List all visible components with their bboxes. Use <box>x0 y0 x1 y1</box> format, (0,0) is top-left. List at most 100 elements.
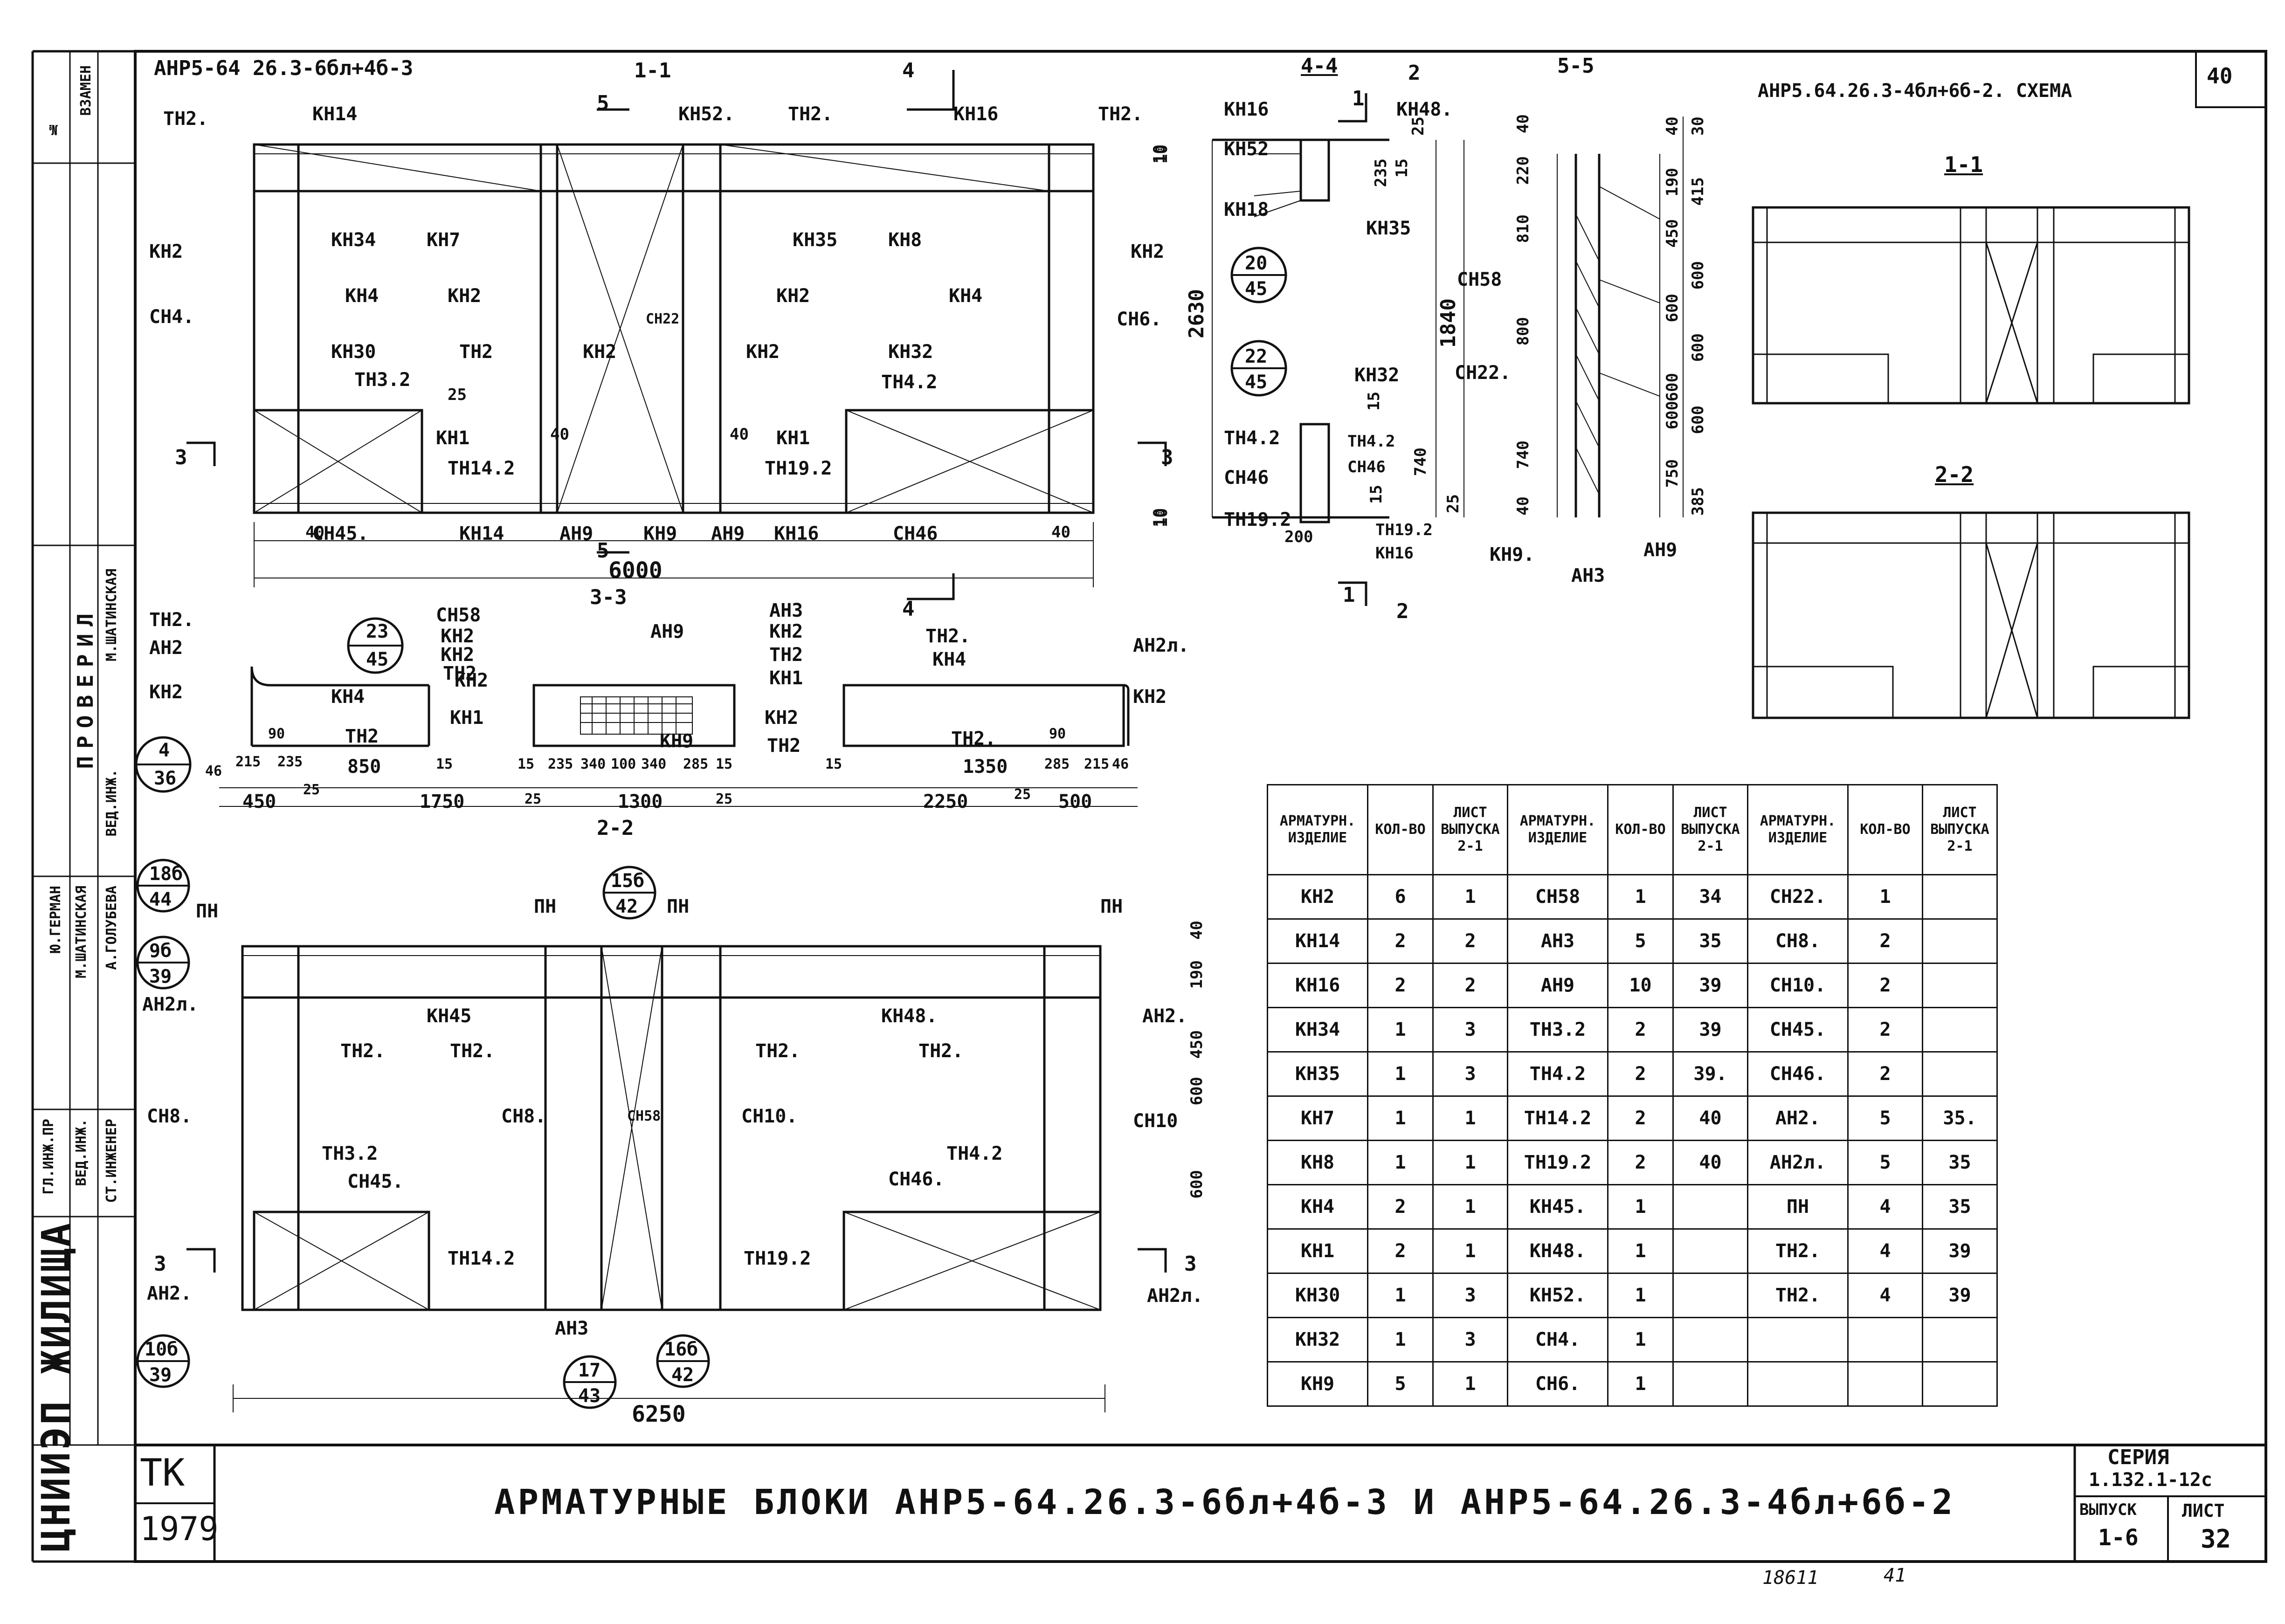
s33-dim-small: 15 <box>436 756 453 772</box>
s44-mark: 1 <box>1352 87 1365 110</box>
table-cell: 1 <box>1607 1317 1674 1363</box>
s22-label: ПН <box>667 896 690 917</box>
table-cell: 1 <box>1432 1095 1508 1141</box>
s55-label: СН22. <box>1455 362 1511 384</box>
s33-dim-small: 340 <box>580 756 606 772</box>
table-cell: 3 <box>1432 1007 1508 1053</box>
s33-label: КН9 <box>660 730 694 752</box>
te-label: АН9 <box>711 523 745 544</box>
table-cell: 39 <box>1672 963 1748 1008</box>
table-cell: СН10. <box>1747 963 1849 1008</box>
s33-label: СН58 <box>436 605 481 626</box>
table-cell <box>1847 1361 1923 1407</box>
s33-dim-big: 25 <box>716 791 733 807</box>
s44-mark: 2 <box>1408 61 1421 85</box>
s33-label: АН2л. <box>1133 635 1189 656</box>
table-cell: АН2л. <box>1747 1140 1849 1185</box>
s55-dim-right: 600 <box>1663 294 1682 323</box>
s44-circle-a-bottom: 45 <box>1245 278 1268 300</box>
drawing-title: АРМАТУРНЫЕ БЛОКИ АНР5-64.26.3-6бл+4б-3 И… <box>494 1482 1956 1522</box>
stamp-name-2: М.ШАТИНСКАЯ <box>73 886 90 978</box>
block-title-left: АНР5-64 26.3-6бл+4б-3 <box>154 56 414 80</box>
te-dim: 40 <box>1051 523 1070 542</box>
issue-value: 1-6 <box>2098 1525 2139 1551</box>
s22-circle-bottom: 39 <box>149 1364 172 1386</box>
table-cell: 5 <box>1607 918 1674 964</box>
te-dim: 40 <box>550 425 569 444</box>
s22-circle-bottom: 42 <box>671 1364 694 1386</box>
s44-dim: 2630 <box>1185 289 1208 338</box>
table-cell: КН34 <box>1267 1007 1368 1053</box>
list-value: 32 <box>2201 1524 2231 1554</box>
org-year: 1979 <box>140 1510 219 1548</box>
table-cell: 2 <box>1607 1051 1674 1097</box>
table-cell: КН16 <box>1267 963 1368 1008</box>
table-cell: 2 <box>1607 1140 1674 1185</box>
table-cell: КН9 <box>1267 1361 1368 1407</box>
s33-label: КН2 <box>149 681 183 703</box>
s33-dim-small: 15 <box>716 756 733 772</box>
table-cell: 1 <box>1607 1228 1674 1274</box>
s22-label: ТН2. <box>340 1040 386 1062</box>
table-cell: КН30 <box>1267 1273 1368 1318</box>
s22-circle-bottom: 39 <box>149 966 172 987</box>
table-cell <box>1747 1361 1849 1407</box>
s33-dim-big: 1300 <box>618 791 663 812</box>
section-mark-4-bottom: 4 <box>902 597 915 621</box>
table-cell <box>1922 1007 1998 1053</box>
s22-label: ТН19.2 <box>744 1248 811 1269</box>
table-cell: 3 <box>1432 1273 1508 1318</box>
s44-dim: 15 <box>1367 485 1386 504</box>
table-cell: КН7 <box>1267 1095 1368 1141</box>
te-label: ТН2 <box>459 341 493 363</box>
te-label: ТН2. <box>1098 103 1143 125</box>
s33-dim-small: 90 <box>1049 726 1066 742</box>
table-cell: 1 <box>1432 1228 1508 1274</box>
s44-dim: 10 <box>1153 508 1171 527</box>
s22-label: ТН2. <box>918 1040 964 1062</box>
table-cell: КН2 <box>1267 874 1368 920</box>
table-cell <box>1922 1317 1998 1363</box>
s44-dim: 740 <box>1411 447 1430 476</box>
te-label: ТН2. <box>788 103 833 125</box>
table-cell <box>1847 1317 1923 1363</box>
te-label: КН1 <box>776 427 810 449</box>
table-cell: КН52. <box>1507 1273 1608 1318</box>
s22-label: ПН <box>534 896 557 917</box>
s33-dim-small: 215 <box>1084 756 1110 772</box>
s55-label: КН9. <box>1490 544 1535 565</box>
sheet-number: 40 <box>2207 63 2233 89</box>
s55-dim-right: 600 <box>1663 401 1682 430</box>
table-cell: СН6. <box>1507 1361 1608 1407</box>
stamp-vzamen: ВЗАМЕН <box>78 65 94 116</box>
spec-header: АРМАТУРН. ИЗДЕЛИЕ <box>1747 784 1849 875</box>
s33-dim-small: 285 <box>1044 756 1070 772</box>
table-cell: 2 <box>1847 918 1923 964</box>
s55-dim-right: 190 <box>1663 168 1682 197</box>
s55-dim-right: 415 <box>1689 177 1707 206</box>
s33-label: ТН2. <box>925 626 971 647</box>
s22-dim-right: 450 <box>1187 1030 1206 1059</box>
te-label: КН52. <box>678 103 735 125</box>
s33-label: КН1 <box>450 707 484 729</box>
te-label: ТН14.2 <box>448 458 515 479</box>
s22-dim-right: 40 <box>1187 921 1206 940</box>
s33-label: КН2 <box>1133 686 1167 708</box>
s33-dim-small: 850 <box>347 756 381 778</box>
s33-label: КН2 <box>769 621 803 642</box>
table-cell: 35 <box>1922 1140 1998 1185</box>
s33-dim-big: 500 <box>1058 791 1092 812</box>
s33-dim-small: 15 <box>825 756 842 772</box>
spec-header: ЛИСТ ВЫПУСКА 2-1 <box>1922 784 1998 875</box>
s22-section-mark: 3 <box>154 1252 166 1276</box>
s22-circle-top: 17 <box>578 1360 601 1381</box>
spec-header: ЛИСТ ВЫПУСКА 2-1 <box>1432 784 1508 875</box>
s33-label: КН2 <box>765 707 799 729</box>
s22-label: СН8. <box>147 1106 192 1127</box>
s55-dim-left: 40 <box>1514 496 1533 516</box>
inventory-number-2: 41 <box>1884 1565 1906 1586</box>
s44-label: КН32 <box>1354 365 1400 386</box>
s55-dim-right: 600 <box>1689 406 1707 434</box>
stamp-role-1: ГЛ.ИНЖ.ПР <box>41 1119 57 1195</box>
